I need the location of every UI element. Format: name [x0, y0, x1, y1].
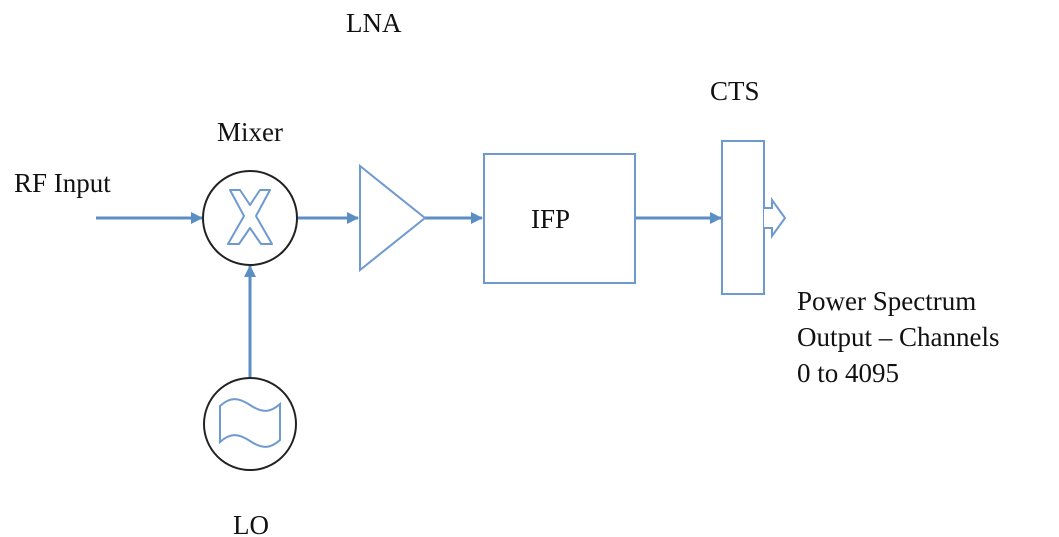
cts-block — [721, 140, 787, 295]
lo-label: LO — [233, 510, 269, 537]
cts-bar — [721, 140, 765, 295]
lo-block — [203, 377, 297, 471]
ifp-label: IFP — [531, 204, 570, 234]
ifp-block — [483, 153, 636, 284]
x-mixer-icon — [227, 189, 273, 245]
output-label-line1: Power Spectrum — [797, 286, 976, 316]
output-label-line3: 0 to 4095 — [797, 358, 899, 388]
sine-wave-icon — [219, 398, 281, 448]
mixer-label: Mixer — [217, 117, 283, 147]
output-label-line2: Output – Channels — [797, 322, 1000, 352]
lna-label: LNA — [346, 8, 402, 38]
amplifier-triangle-icon — [359, 163, 427, 273]
mixer-block — [202, 170, 298, 266]
spectrometer-output-icon — [764, 196, 787, 240]
rf-input-label: RF Input — [14, 168, 111, 198]
cts-label: CTS — [710, 76, 760, 106]
